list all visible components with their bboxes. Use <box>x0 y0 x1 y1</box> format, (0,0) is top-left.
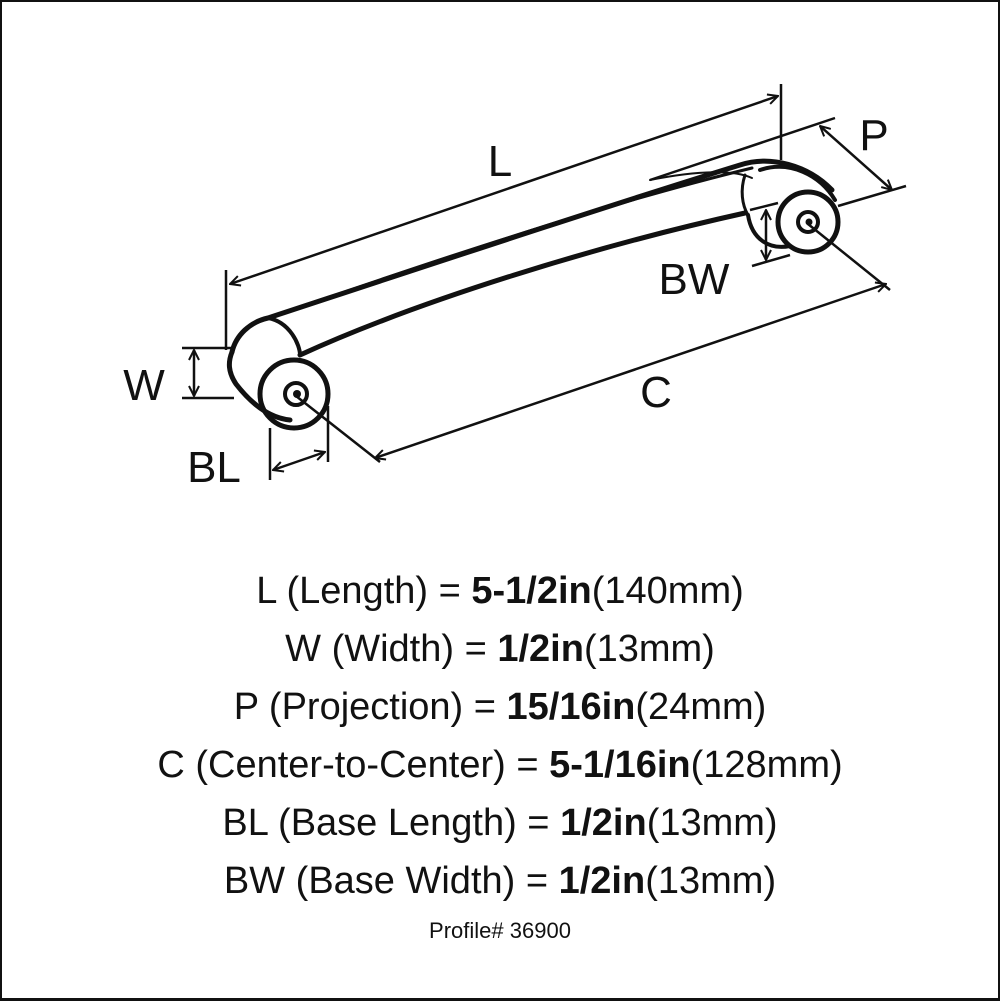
spec-metric: (128mm) <box>690 744 843 786</box>
spec-projection: P (Projection) = 15/16in(24mm) <box>0 678 1000 736</box>
cabinet-pull-drawing <box>226 158 841 431</box>
spec-value: 1/2in <box>558 860 646 902</box>
spec-desc: (Base Width) = <box>295 860 549 902</box>
spec-desc: (Length) = <box>286 570 461 612</box>
spec-metric: (13mm) <box>645 860 777 902</box>
label-center-to-center: C <box>640 368 672 417</box>
spec-desc: (Width) = <box>331 628 487 670</box>
label-base-length: BL <box>187 443 241 492</box>
profile-number: Profile# 36900 <box>429 918 571 943</box>
spec-key: BW <box>223 860 286 902</box>
spec-value: 1/2in <box>560 802 647 844</box>
spec-key: P <box>233 686 259 728</box>
spec-length: L (Length) = 5-1/2in(140mm) <box>0 562 1000 620</box>
spec-value: 5-1/2in <box>471 570 592 612</box>
spec-key: C <box>157 744 185 786</box>
spec-desc: (Projection) = <box>268 686 496 728</box>
spec-key: L <box>256 570 276 612</box>
spec-desc: (Base Length) = <box>278 802 550 844</box>
label-base-width: BW <box>659 255 730 304</box>
dimension-specs: L (Length) = 5-1/2in(140mm) W (Width) = … <box>0 562 1000 910</box>
dimension-lines <box>182 84 907 480</box>
spec-metric: (140mm) <box>591 570 744 612</box>
spec-base-length: BL (Base Length) = 1/2in(13mm) <box>0 794 1000 852</box>
spec-key: BL <box>222 802 268 844</box>
spec-metric: (13mm) <box>583 628 715 670</box>
label-width: W <box>123 361 165 410</box>
spec-metric: (24mm) <box>635 686 767 728</box>
spec-value: 1/2in <box>497 628 584 670</box>
spec-center-to-center: C (Center-to-Center) = 5-1/16in(128mm) <box>0 736 1000 794</box>
spec-desc: (Center-to-Center) = <box>195 744 539 786</box>
spec-metric: (13mm) <box>646 802 778 844</box>
spec-value: 5-1/16in <box>549 744 691 786</box>
spec-base-width: BW (Base Width) = 1/2in(13mm) <box>0 852 1000 910</box>
spec-width: W (Width) = 1/2in(13mm) <box>0 620 1000 678</box>
label-projection: P <box>859 111 888 160</box>
label-length: L <box>488 137 512 186</box>
spec-key: W <box>285 628 322 670</box>
spec-value: 15/16in <box>506 686 636 728</box>
handle-diagram: L P BW W C BL <box>123 84 907 492</box>
